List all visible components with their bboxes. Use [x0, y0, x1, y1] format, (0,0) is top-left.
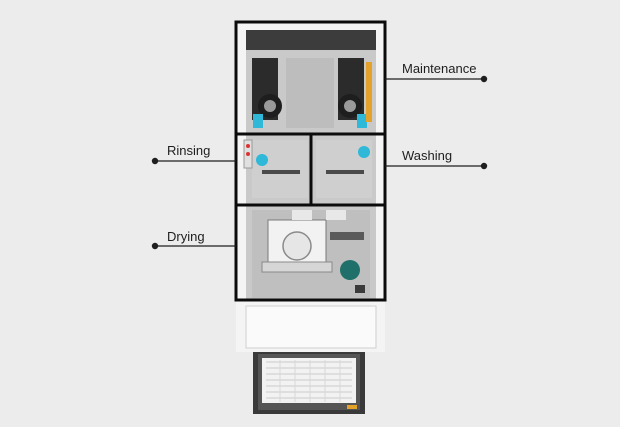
callout-dot-icon [151, 242, 159, 250]
maintenance-label: Maintenance [402, 61, 477, 76]
callout-dot-icon [151, 157, 159, 165]
drying-module [252, 210, 370, 298]
rinsing-label: Rinsing [167, 143, 211, 158]
bottom-drawer [253, 350, 365, 414]
callout-leaders [155, 78, 484, 247]
callout-dot-icon [480, 75, 488, 83]
rinse-wash-modules [243, 139, 372, 198]
drying-label: Drying [167, 229, 205, 244]
maintenance-module [252, 58, 372, 128]
washing-label: Washing [402, 148, 453, 163]
callout-dot-icon [480, 162, 488, 170]
